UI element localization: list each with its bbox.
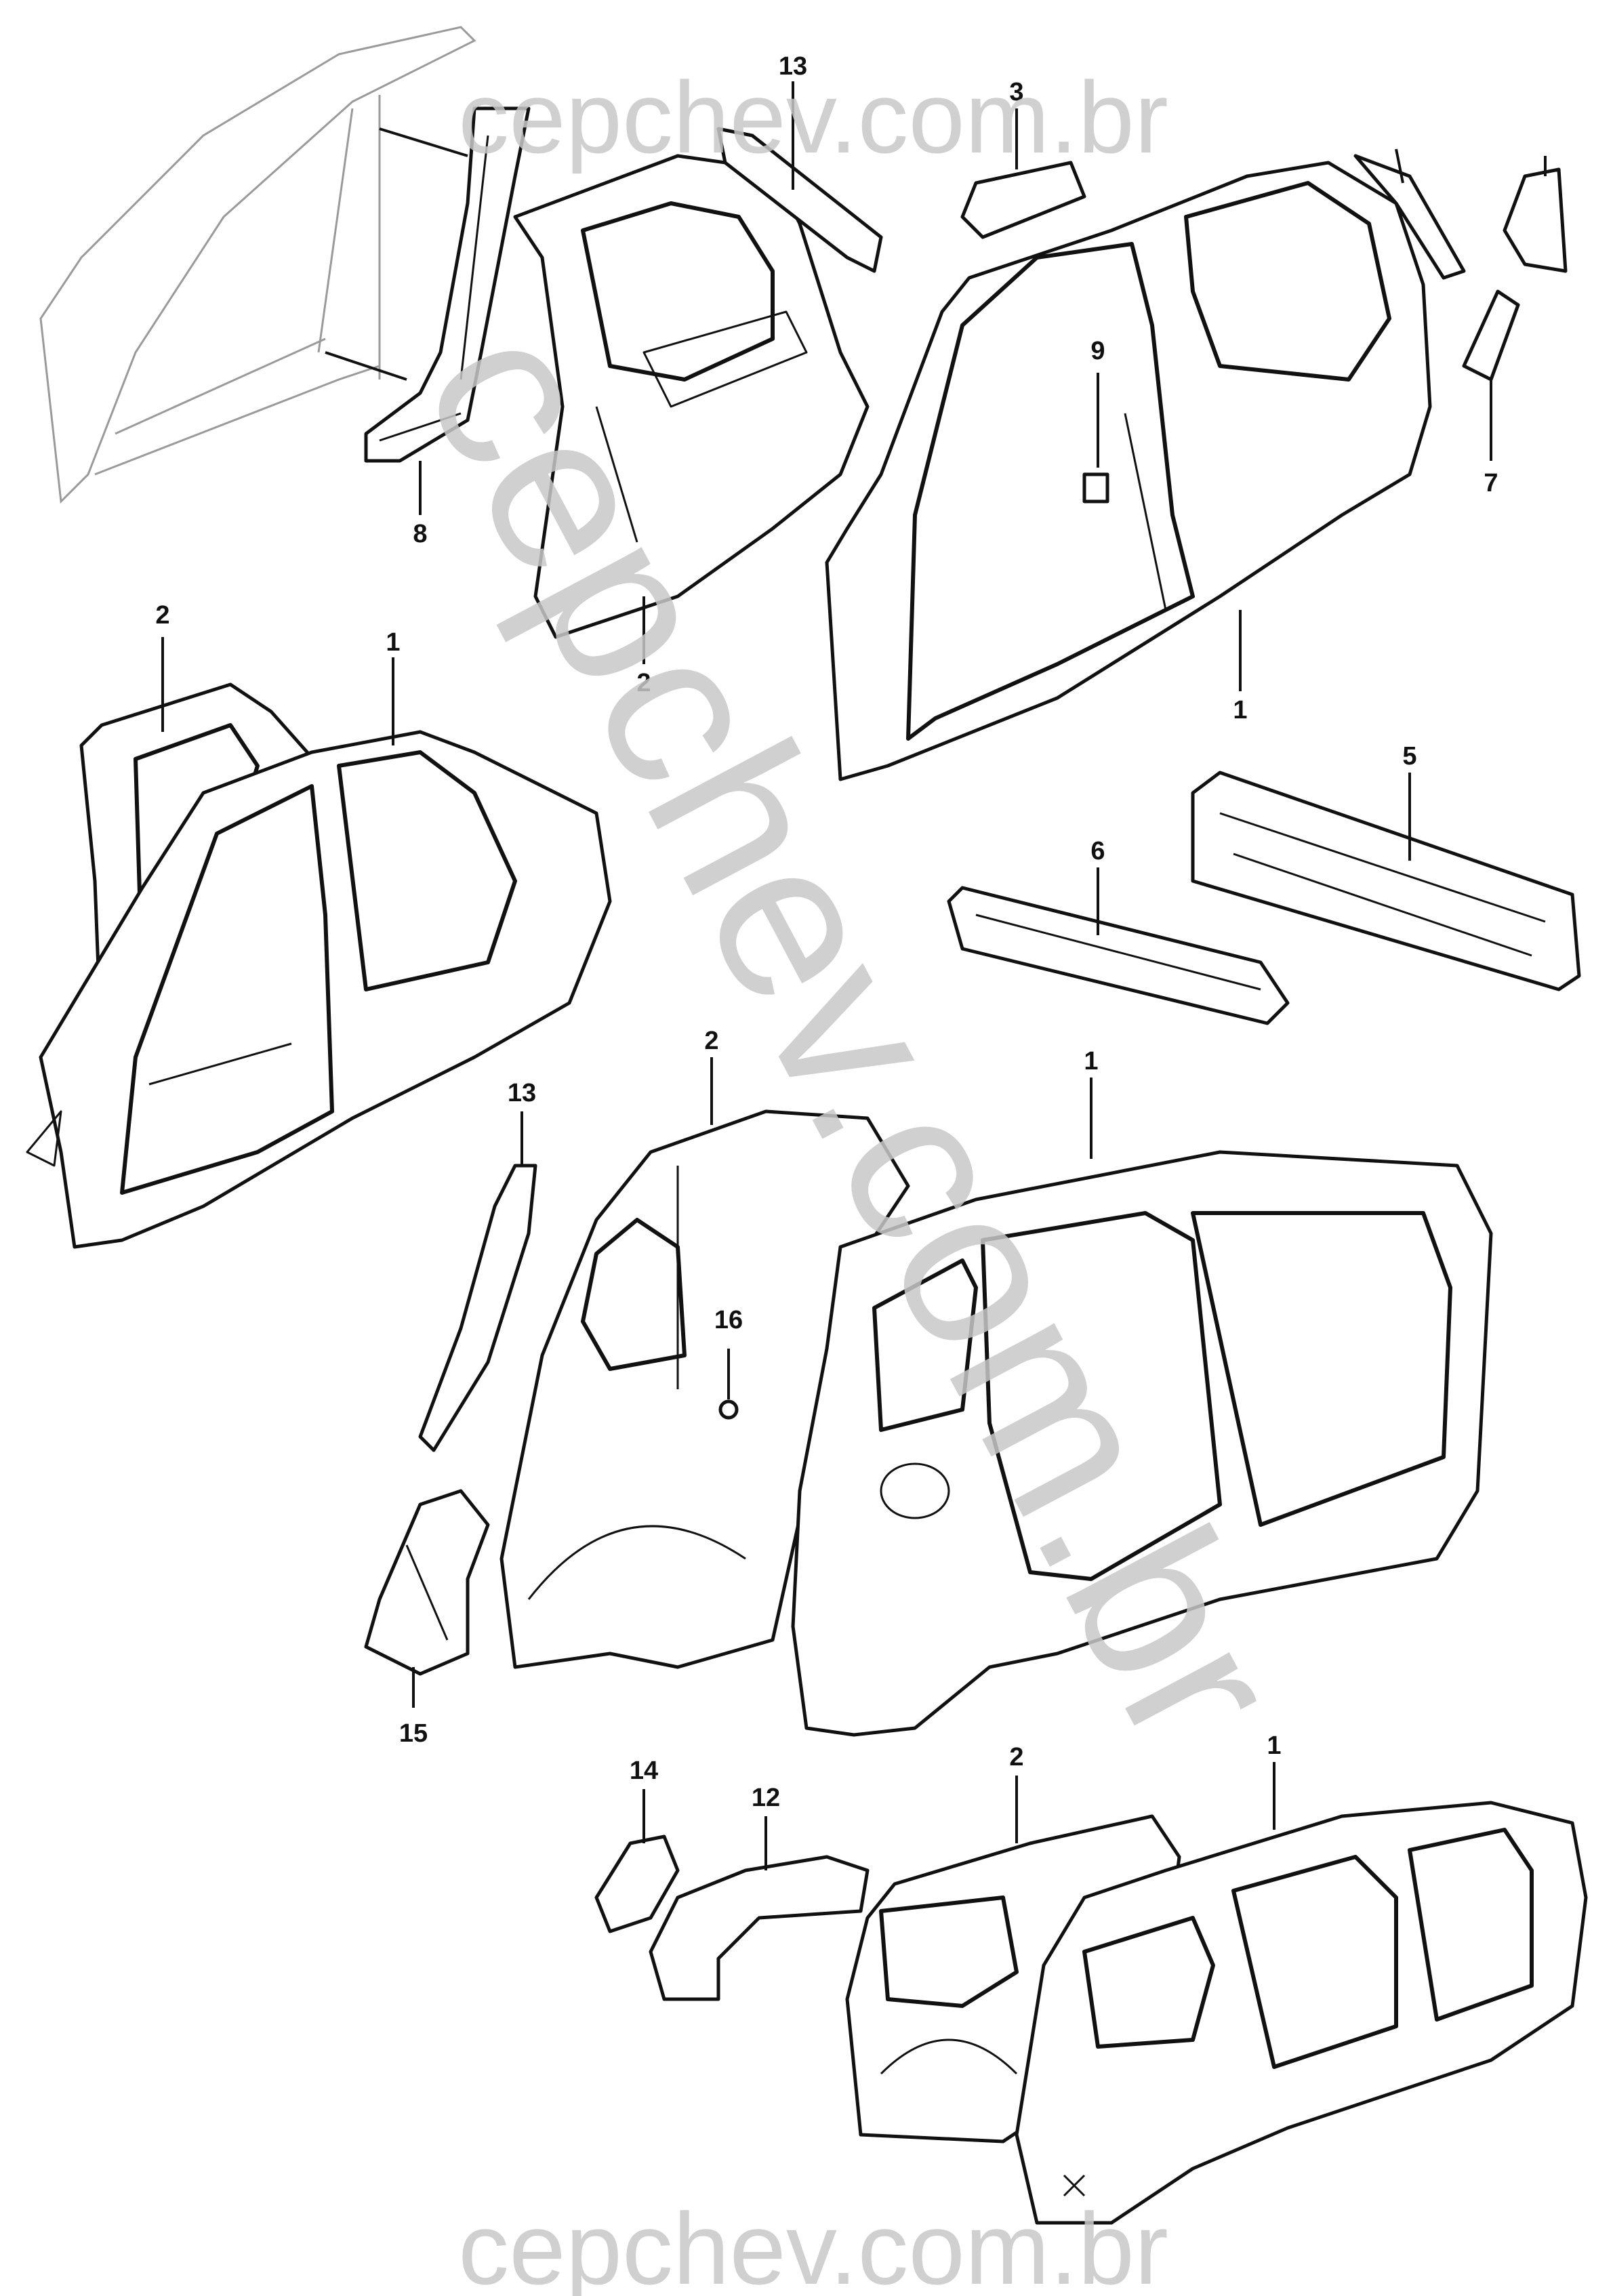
part-16-plug <box>718 1349 739 1420</box>
callout-1-top: 1 <box>1233 696 1247 724</box>
callout-9: 9 <box>1090 337 1105 365</box>
part-2-inner-panel-mid <box>499 1057 910 1669</box>
callout-1-bot: 1 <box>1267 1731 1281 1760</box>
callout-6: 6 <box>1090 837 1105 865</box>
part-8-a-pillar <box>325 106 531 515</box>
callout-1-mid: 1 <box>1084 1047 1098 1075</box>
part-13-roof-strip <box>716 81 883 273</box>
callout-2-mid: 2 <box>704 1027 718 1055</box>
part-corner-piece <box>1503 156 1568 273</box>
part-1-body-side-bottom <box>1015 1762 1588 2225</box>
part-13-pillar-strip <box>418 1111 537 1452</box>
callout-14: 14 <box>630 1757 658 1785</box>
watermark-top: cepchev.com.br <box>458 60 1168 174</box>
part-3-bracket <box>960 108 1086 239</box>
callout-16: 16 <box>714 1306 743 1334</box>
part-14-bracket <box>594 1789 680 1933</box>
part-1-body-side-top <box>825 161 1432 781</box>
part-1-body-side-sedan <box>26 657 612 1249</box>
part-2-inner-panel-top <box>513 154 870 664</box>
part-1-body-side-mid <box>791 1078 1493 1737</box>
callout-13-top: 13 <box>779 52 807 81</box>
callout-13-mid: 13 <box>508 1079 536 1107</box>
reference-body-ghost <box>39 26 476 504</box>
callout-15: 15 <box>399 1719 428 1748</box>
part-drip-strip <box>1353 148 1466 280</box>
callout-2-sedan: 2 <box>155 601 169 630</box>
callout-12: 12 <box>752 1784 780 1812</box>
part-15-wheelhouse-bracket <box>364 1489 490 1708</box>
part-6-crossmember <box>947 867 1290 1025</box>
callout-2-bot: 2 <box>1009 1743 1023 1771</box>
callout-1-sedan: 1 <box>386 628 400 657</box>
callout-2-top: 2 <box>636 669 651 697</box>
part-12-reinforcement <box>649 1816 870 2001</box>
callout-8: 8 <box>413 520 427 548</box>
callout-5: 5 <box>1402 742 1416 771</box>
part-5-rear-panel <box>1191 771 1581 991</box>
callout-3: 3 <box>1009 78 1023 106</box>
part-9-clip <box>1082 373 1109 504</box>
callout-7: 7 <box>1484 469 1498 497</box>
part-7-bracket <box>1462 289 1520 461</box>
watermark-bottom: cepchev.com.br <box>458 2192 1168 2296</box>
